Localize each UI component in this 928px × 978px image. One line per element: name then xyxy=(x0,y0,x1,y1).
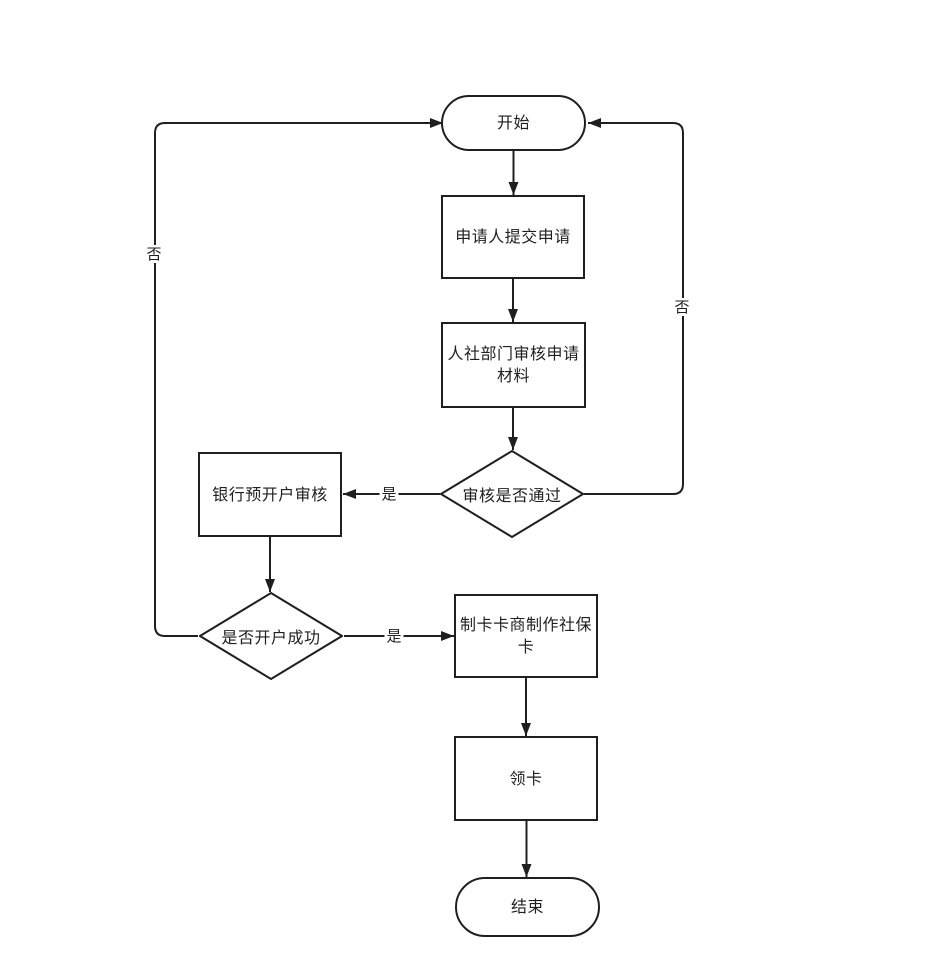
node-account-decision: 是否开户成功 xyxy=(199,592,343,680)
edge-label-review-no: 否 xyxy=(672,298,692,316)
node-make-card-label: 制卡卡商制作社保卡 xyxy=(459,615,592,656)
node-end-label: 结束 xyxy=(510,897,544,917)
node-submit-label: 申请人提交申请 xyxy=(455,227,571,247)
diamond-shape xyxy=(440,450,584,538)
edge-account-no-loop xyxy=(154,118,443,637)
node-bank-precheck-label: 银行预开户审核 xyxy=(212,484,328,504)
node-review-label: 人社部门审核申请材料 xyxy=(447,344,580,385)
edge-label-account-yes: 是 xyxy=(384,627,404,645)
edge-label-review-yes: 是 xyxy=(379,485,399,503)
node-end: 结束 xyxy=(455,877,600,937)
node-review-decision-label: 审核是否通过 xyxy=(462,486,562,505)
diamond-shape xyxy=(199,592,343,680)
edge-label-account-no: 否 xyxy=(144,245,164,263)
node-get-card: 领卡 xyxy=(454,736,598,821)
node-account-decision-label: 是否开户成功 xyxy=(221,628,321,647)
edge-review-no-loop xyxy=(584,118,684,495)
node-submit-application: 申请人提交申请 xyxy=(441,195,585,279)
node-start: 开始 xyxy=(441,95,586,151)
node-make-card: 制卡卡商制作社保卡 xyxy=(454,594,598,678)
node-bank-precheck: 银行预开户审核 xyxy=(198,452,342,537)
node-start-label: 开始 xyxy=(496,113,530,133)
node-review-decision: 审核是否通过 xyxy=(440,450,584,538)
node-review-materials: 人社部门审核申请材料 xyxy=(441,322,586,408)
node-get-card-label: 领卡 xyxy=(509,768,543,788)
